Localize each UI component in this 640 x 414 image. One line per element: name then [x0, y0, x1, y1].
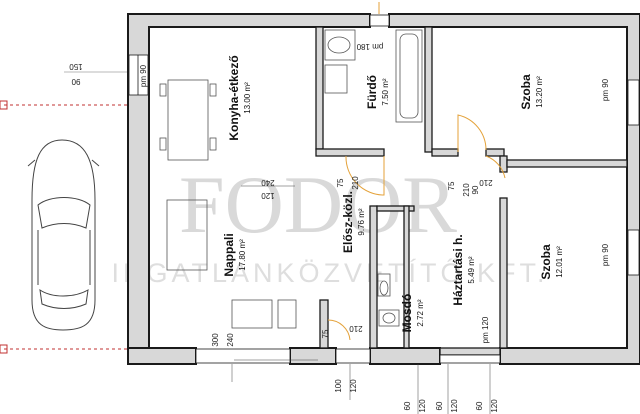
room-name: Mosdó: [400, 294, 414, 333]
room-area: 13.20 m²: [535, 76, 544, 108]
dim-bottom-60-c: 60: [475, 401, 484, 410]
dim-bottom-120-a: 120: [349, 379, 358, 393]
dim-pm90-kitchen: pm 90: [139, 64, 148, 87]
room-name: Szoba: [519, 74, 533, 110]
dim-75-utility: 75: [447, 181, 456, 190]
dim-bottom-120-b: 120: [418, 399, 427, 413]
room-name: Szoba: [539, 244, 553, 280]
room-area: 9.76 m²: [357, 208, 366, 235]
dim-210-washroom: 210: [349, 324, 363, 333]
dimension-labels: 150 90 pm 90 pm 180 pm 90 pm 90 pm 120 2…: [69, 42, 610, 413]
dim-pm180: pm 180: [356, 42, 383, 51]
room-washroom: Mosdó 2.72 m²: [400, 294, 425, 333]
room-name: Háztartási h.: [451, 234, 465, 305]
doors: [327, 2, 506, 341]
room-name: Konyha-étkező: [227, 55, 241, 140]
windows: [128, 14, 640, 364]
car-icon: [27, 139, 100, 331]
room-area: 5.49 m²: [467, 256, 476, 283]
dim-300: 300: [211, 333, 220, 347]
room-area: 13.00 m²: [243, 82, 252, 114]
dim-75-washroom: 75: [321, 329, 330, 338]
room-bedroom-1: Szoba 13.20 m²: [519, 74, 544, 110]
interior-walls: [315, 26, 628, 356]
room-area: 7.50 m²: [381, 78, 390, 105]
dim-90: 90: [71, 77, 80, 86]
dim-pm90-bedroom1: pm 90: [601, 78, 610, 101]
dim-150: 150: [69, 62, 83, 71]
room-hall: Elősz-közl. 9.76 m²: [341, 191, 366, 253]
dim-bottom-100: 100: [334, 379, 343, 393]
dim-120: 120: [261, 191, 275, 200]
watermark-brand: FODOR: [179, 159, 457, 250]
dim-90-door: 90: [471, 185, 480, 194]
dim-bottom-120-c: 120: [450, 399, 459, 413]
dim-75-hall: 75: [336, 178, 345, 187]
dim-210-door: 210: [479, 178, 493, 187]
room-name: Elősz-közl.: [341, 191, 355, 253]
dim-bottom-60-a: 60: [403, 401, 412, 410]
plot-boundary: [0, 71, 135, 354]
room-area: 2.72 m²: [416, 299, 425, 326]
watermark-tagline: INGATLANKÖZVETÍTŐ KFT.: [111, 257, 548, 288]
room-bathroom: Fürdő 7.50 m²: [365, 75, 390, 109]
watermark: FODOR INGATLANKÖZVETÍTŐ KFT.: [111, 159, 548, 288]
dim-210-utility: 210: [462, 183, 471, 197]
dim-bottom-120-d: 120: [490, 399, 499, 413]
room-utility: Háztartási h. 5.49 m²: [451, 234, 476, 305]
fixtures: [159, 29, 423, 329]
dim-210-hall: 210: [351, 176, 360, 190]
dim-bottom-60-b: 60: [435, 401, 444, 410]
room-area: 12.01 m²: [555, 246, 564, 278]
dim-pm90-bedroom2: pm 90: [601, 243, 610, 266]
room-name: Nappali: [222, 233, 236, 276]
dim-240-living: 240: [226, 333, 235, 347]
dim-240: 240: [261, 178, 275, 187]
room-area: 17.80 m²: [238, 239, 247, 271]
room-living: Nappali 17.80 m²: [222, 233, 247, 276]
room-name: Fürdő: [365, 75, 379, 109]
room-kitchen: Konyha-étkező 13.00 m²: [227, 55, 252, 140]
room-bedroom-2: Szoba 12.01 m²: [539, 244, 564, 280]
dim-pm120: pm 120: [481, 316, 490, 343]
dimension-lines: [231, 185, 491, 414]
